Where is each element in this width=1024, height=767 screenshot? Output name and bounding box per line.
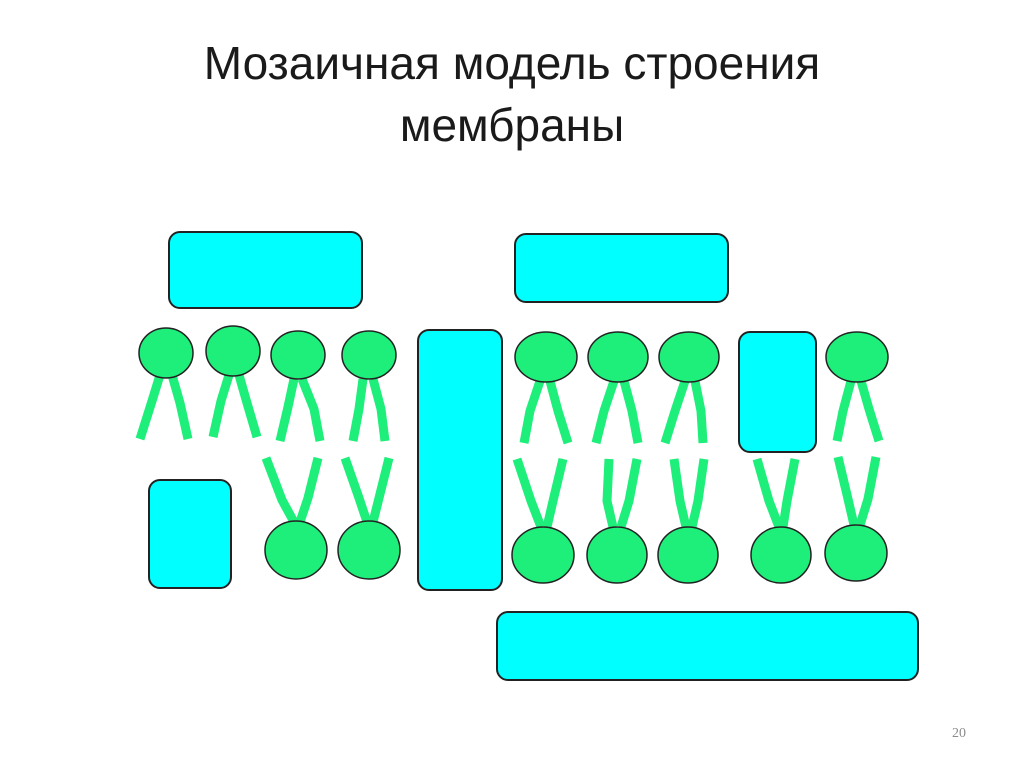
lipid-lower bbox=[657, 458, 719, 584]
lipid-upper bbox=[825, 331, 889, 443]
lipid-upper bbox=[587, 331, 649, 445]
protein-peripheral-top-right bbox=[514, 233, 729, 303]
protein-peripheral-top-left bbox=[168, 231, 363, 309]
lipid-upper bbox=[658, 331, 720, 445]
title-line-1: Мозаичная модель строения bbox=[203, 37, 821, 89]
lipid-upper bbox=[341, 330, 397, 442]
lipid-lower bbox=[824, 455, 888, 582]
lipid-lower bbox=[261, 456, 328, 580]
lipid-lower bbox=[750, 457, 812, 584]
lipid-lower bbox=[337, 456, 401, 580]
protein-peripheral-bottom bbox=[496, 611, 919, 681]
proteins-group bbox=[148, 231, 919, 681]
lipid-upper bbox=[514, 331, 578, 445]
upper-lipid-layer bbox=[135, 325, 889, 445]
protein-transmembrane bbox=[417, 329, 503, 591]
title-line-2: мембраны bbox=[399, 99, 625, 151]
slide-title: Мозаичная модель строения мембраны bbox=[112, 32, 912, 156]
lipid-lower bbox=[586, 458, 648, 584]
page-number: 20 bbox=[952, 726, 966, 741]
protein-integral-right bbox=[738, 331, 817, 453]
protein-integral-left bbox=[148, 479, 232, 589]
lower-lipid-layer bbox=[261, 455, 888, 584]
lipid-lower bbox=[511, 457, 575, 584]
lipid-upper bbox=[270, 330, 326, 443]
lipid-upper bbox=[205, 325, 262, 439]
lipid-upper bbox=[135, 327, 194, 441]
